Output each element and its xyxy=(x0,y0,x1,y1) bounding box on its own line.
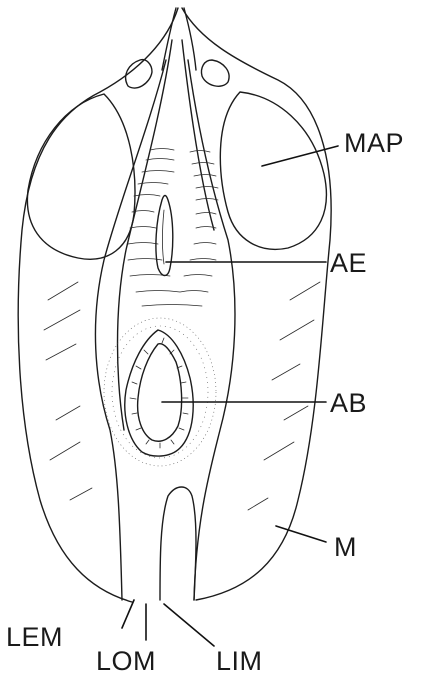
label-lom: LOM xyxy=(96,646,156,676)
label-lem: LEM xyxy=(6,622,63,652)
ae-structure xyxy=(156,196,173,276)
label-ab: AB xyxy=(330,388,367,418)
lem-leader-line xyxy=(122,600,134,628)
label-lim: LIM xyxy=(216,646,263,676)
lim-leader-line xyxy=(164,604,214,646)
label-map: MAP xyxy=(344,128,404,158)
label-ae: AE xyxy=(330,248,367,278)
inner-column xyxy=(95,40,235,600)
leader-lines xyxy=(122,146,338,646)
muscle-left-block xyxy=(27,60,152,260)
ab-structure xyxy=(104,318,216,466)
label-m: M xyxy=(334,532,357,562)
outer-outline xyxy=(18,8,331,602)
